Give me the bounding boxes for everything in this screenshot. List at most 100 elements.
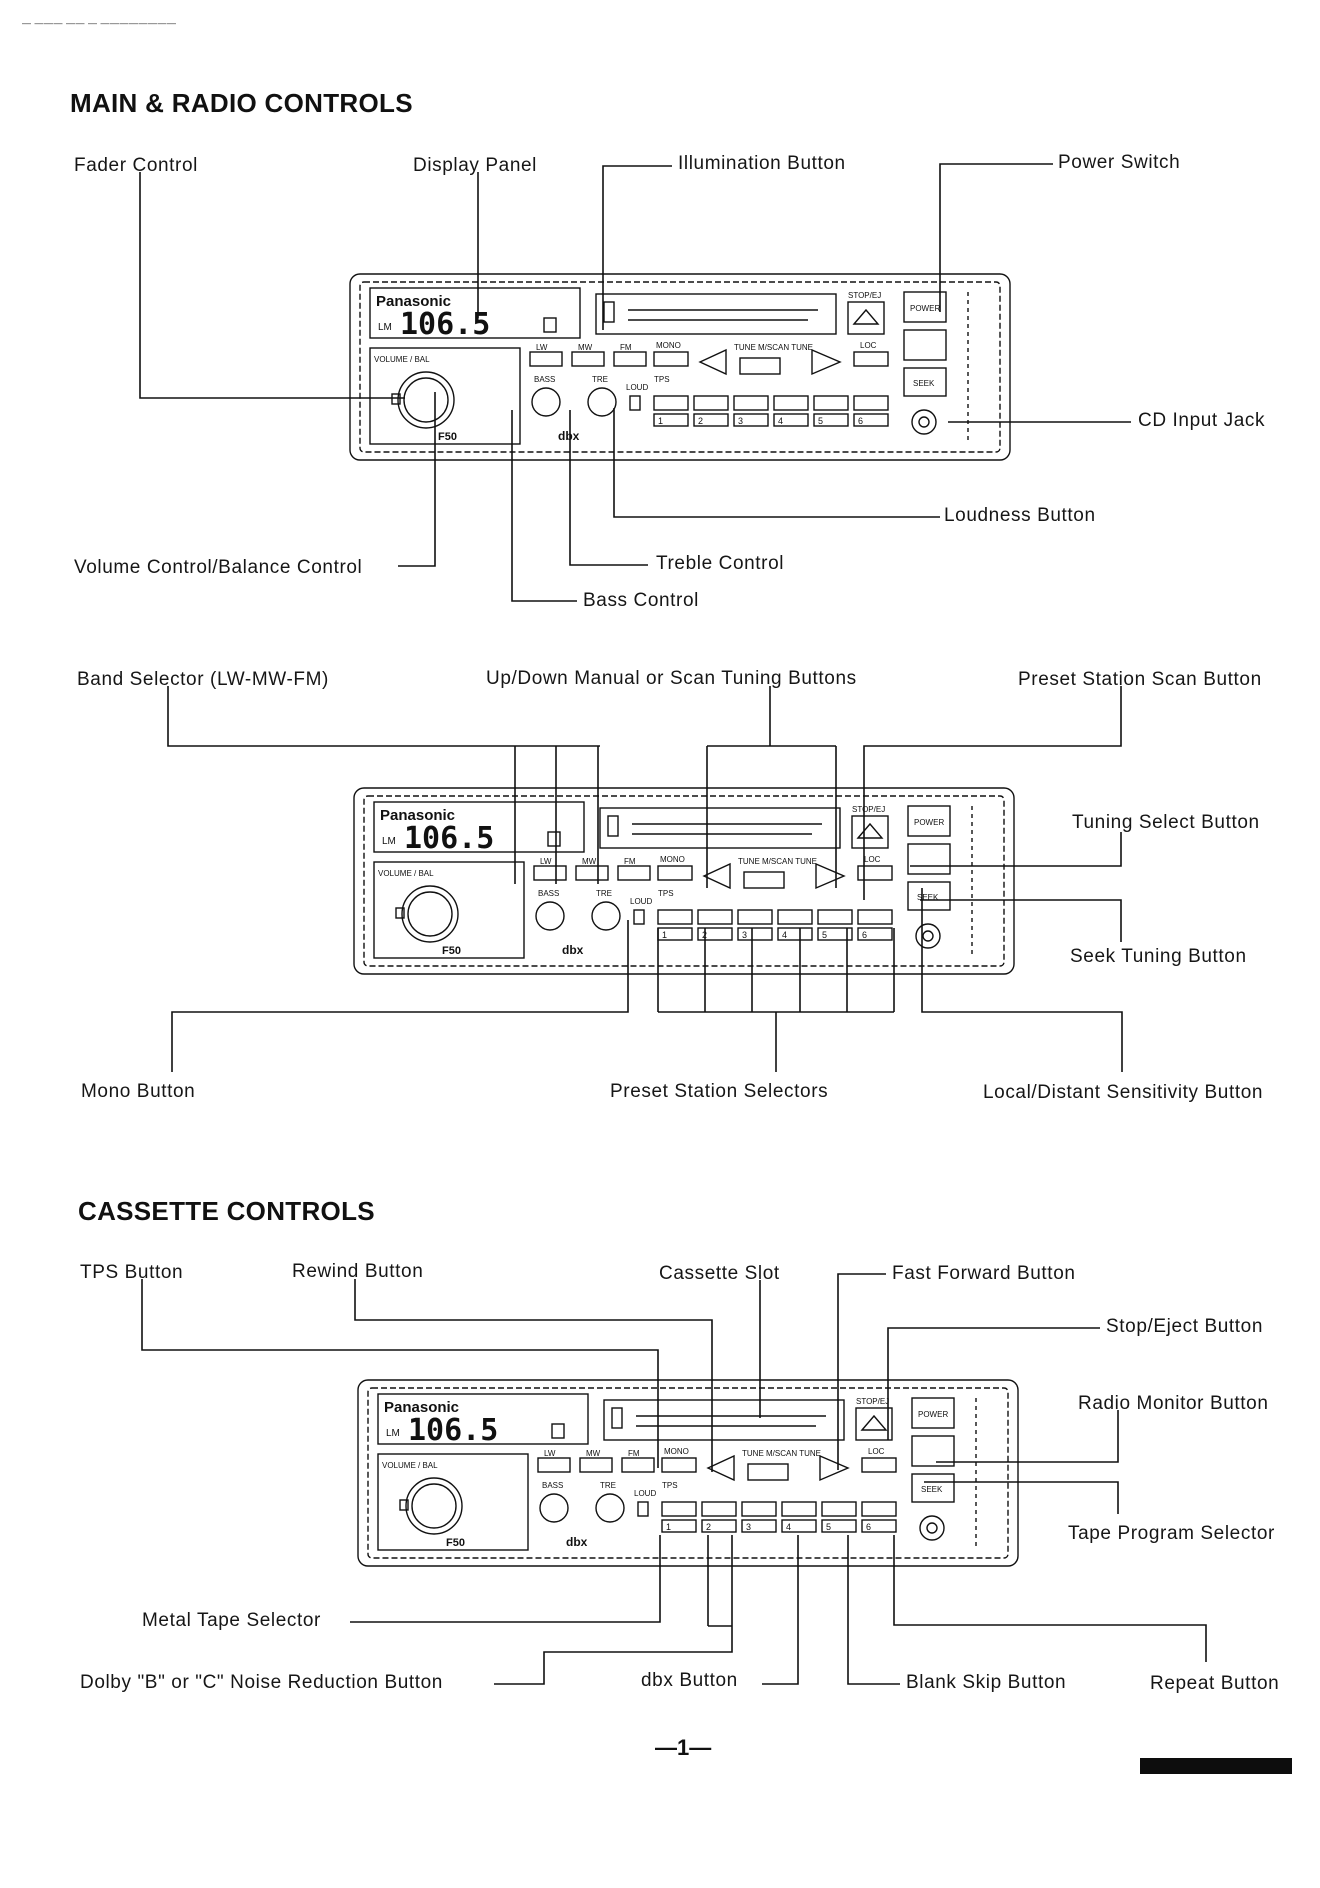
mono-text: MONO [664,1447,689,1456]
label-fader-control: Fader Control [74,155,198,176]
preset-button-lower [821,1519,857,1533]
volume-knob [401,885,459,943]
label-stop-eject: Stop/Eject Button [1106,1316,1264,1337]
band-button-label: FM [624,857,636,866]
band-button-label: LW [536,343,548,352]
preset-button-lower [777,927,813,941]
volume-knob-inner [411,1483,457,1529]
power-text: POWER [918,1410,948,1419]
chassis-outline [353,787,1015,975]
label-tuning-select: Tuning Select Button [1072,812,1260,833]
brand-logo: Panasonic [376,293,451,310]
fader-tab [395,907,405,919]
label-preset-scan: Preset Station Scan Button [1018,669,1262,690]
cd-input-jack-inner [926,1522,938,1534]
chassis-inner [359,281,1001,453]
loud-text: LOUD [634,1489,656,1498]
power-text: POWER [914,818,944,827]
cassette-door [599,807,841,849]
preset-button [813,395,849,411]
rewind-arrow [698,348,727,376]
cd-input-jack [919,1515,945,1541]
unit-body [357,1379,1019,1567]
label-fast-forward: Fast Forward Button [892,1263,1076,1284]
illumination-button [547,831,561,847]
preset-number: 3 [742,930,747,940]
frequency-readout: 106.5 [404,821,494,856]
treble-text: TRE [592,375,608,384]
preset-number: 2 [706,1522,711,1532]
band-button [617,865,651,881]
band-indicator: LM [378,322,392,333]
band-button-label: LW [544,1449,556,1458]
tuning-select-button [903,329,947,361]
leader-bass [511,410,577,602]
preset-button [737,909,773,925]
section-title-cassette: CASSETTE CONTROLS [78,1196,375,1226]
dbx-badge: dbx [558,429,580,443]
label-bass-control: Bass Control [583,590,699,611]
label-treble-control: Treble Control [656,553,785,574]
rewind-arrow [706,1454,735,1482]
band-button [579,1457,613,1473]
band-button [537,1457,571,1473]
power-switch [911,1397,955,1429]
label-tape-program: Tape Program Selector [1068,1523,1275,1544]
band-button-label: MW [578,343,593,352]
preset-number: 6 [862,930,867,940]
brand-logo: Panasonic [384,1399,459,1416]
seek-button [907,881,951,911]
preset-button-lower [697,927,733,941]
scan-black-bar [1140,1758,1292,1774]
preset-button-lower [857,927,893,941]
label-cd-input-jack: CD Input Jack [1138,410,1266,431]
preset-button [781,1501,817,1517]
preset-button-lower [653,413,689,427]
loud-text: LOUD [630,897,652,906]
cd-input-jack [915,923,941,949]
scan-button [743,871,785,889]
cd-input-jack-inner [922,930,934,942]
scan-button [739,357,781,375]
label-rewind-button: Rewind Button [292,1261,424,1282]
chassis-outline [349,273,1011,461]
band-button-label: MW [582,857,597,866]
treble-knob [591,901,621,931]
leader-rewind [354,1279,713,1472]
band-button [621,1457,655,1473]
rewind-arrow [702,862,731,890]
dbx-badge: dbx [566,1535,588,1549]
band-button [575,865,609,881]
fader-tab [391,393,401,405]
leader-blank-skip [847,1535,900,1685]
preset-button-lower [853,413,889,427]
label-updown-tuning: Up/Down Manual or Scan Tuning Buttons [486,668,857,689]
page-number: —1— [655,1735,712,1760]
label-repeat-button: Repeat Button [1150,1673,1280,1694]
label-display-panel: Display Panel [413,155,537,176]
chassis-outline [357,1379,1019,1567]
volume-knob-inner [403,377,449,423]
preset-button [741,1501,777,1517]
mono-button [661,1457,697,1473]
label-volume-balance: Volume Control/Balance Control [74,557,363,578]
leader-power [939,163,1053,312]
band-button [529,351,563,367]
preset-number: 6 [858,416,863,426]
bass-knob [531,387,561,417]
preset-number: 5 [818,416,823,426]
ff-arrow [819,1454,850,1482]
band-button [533,865,567,881]
leader-dbx [762,1535,799,1685]
loudness-button [629,395,641,411]
leader-radio-monitor [936,1410,1119,1463]
mono-text: MONO [656,341,681,350]
power-switch [903,291,947,323]
preset-number: 4 [786,1522,791,1532]
treble-knob [587,387,617,417]
cassette-door [595,293,837,335]
preset-button-lower [773,413,809,427]
label-loudness-button: Loudness Button [944,505,1096,526]
leader-loudness [613,408,940,518]
